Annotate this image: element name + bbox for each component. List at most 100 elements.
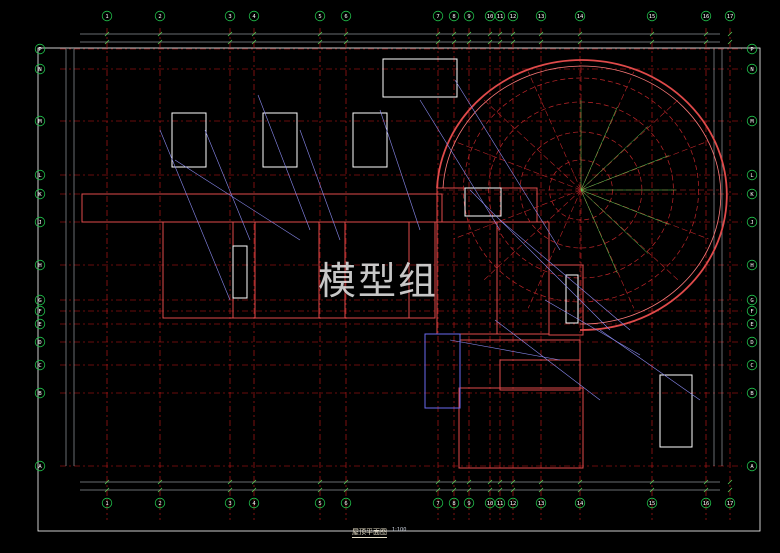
axis-bubble: J (34, 216, 46, 228)
axis-bubble-circle (507, 497, 519, 509)
leader-line (257, 94, 311, 231)
drawing-scale: 1:100 (392, 527, 407, 533)
dimension-tick (510, 479, 516, 485)
rotunda-slope-arrow (580, 189, 618, 274)
dimension-tick (104, 39, 110, 45)
axis-bubble-circle (448, 497, 460, 509)
axis-bubble-label: 4 (252, 14, 256, 20)
axis-bubble-label: 14 (577, 14, 584, 20)
axis-bubble: H (746, 259, 758, 271)
axis-bubble-label: E (38, 322, 41, 328)
dimension-tick (577, 479, 583, 485)
dimension-tick (104, 31, 110, 37)
rooftop-units (171, 58, 693, 448)
axis-bubble: E (746, 318, 758, 330)
axis-bubble: N (746, 63, 758, 75)
dimension-tick (497, 31, 503, 37)
axis-bubble-label: J (750, 220, 753, 226)
axis-bubble-circle (34, 259, 46, 271)
dimension-tick (343, 487, 349, 493)
axis-bubble-label: H (38, 263, 41, 269)
axis-bubble-label: A (38, 464, 42, 470)
axis-bubble-circle (574, 10, 586, 22)
axis-bubble: F (746, 305, 758, 317)
axis-bubble-circle (101, 10, 113, 22)
axis-bubble-label: 11 (497, 501, 504, 507)
leader-line (449, 339, 561, 361)
dimension-tick (435, 39, 441, 45)
axis-bubble: 16 (700, 497, 712, 509)
axis-bubble-circle (724, 497, 736, 509)
axis-bubble: 9 (463, 497, 475, 509)
axis-bubble-label: D (750, 340, 753, 346)
building-walls (81, 59, 728, 469)
axis-bubble-circle (746, 115, 758, 127)
axis-bubble-label: 15 (649, 501, 656, 507)
leader-line (419, 99, 501, 231)
axis-bubble-label: 9 (467, 501, 470, 507)
dimension-tick (343, 31, 349, 37)
axis-bubble: E (34, 318, 46, 330)
axis-bubble: 13 (535, 10, 547, 22)
axis-bubble-label: 12 (510, 14, 517, 20)
axis-bubble: A (34, 460, 46, 472)
dimension-tick (727, 31, 733, 37)
axis-bubble-circle (746, 359, 758, 371)
dimension-tick (227, 31, 233, 37)
axis-bubble-label: G (38, 298, 41, 304)
dimension-tick (466, 479, 472, 485)
axis-bubble-circle (507, 10, 519, 22)
dimension-tick (538, 487, 544, 493)
axis-bubble-circle (154, 10, 166, 22)
axis-bubble: 7 (432, 10, 444, 22)
dimension-tick (451, 479, 457, 485)
axis-bubble: F (34, 305, 46, 317)
axis-bubble-circle (34, 216, 46, 228)
leader-line (599, 329, 701, 401)
rooftop-unit (659, 374, 693, 448)
dimension-tick (487, 31, 493, 37)
dimension-tick (497, 479, 503, 485)
axis-bubble: H (34, 259, 46, 271)
axis-bubble-circle (700, 497, 712, 509)
axis-bubble: 8 (448, 497, 460, 509)
axis-bubble-label: 14 (577, 501, 584, 507)
axis-bubble: 6 (340, 497, 352, 509)
rotunda-rib (483, 189, 582, 281)
axis-bubble-circle (746, 318, 758, 330)
leader-line (454, 79, 561, 251)
dimension-tick (727, 487, 733, 493)
leader-line (494, 319, 601, 401)
dimension-tick (487, 479, 493, 485)
axis-bubble-circle (746, 259, 758, 271)
axis-bubble-circle (34, 336, 46, 348)
axis-bubble-circle (34, 387, 46, 399)
axis-bubble-label: K (750, 192, 754, 198)
dimension-tick (649, 487, 655, 493)
axis-bubble-label: D (38, 340, 41, 346)
axis-bubble-circle (224, 10, 236, 22)
dimension-tick (227, 39, 233, 45)
axis-bubble-circle (340, 10, 352, 22)
axis-bubble-circle (448, 10, 460, 22)
axis-bubble-circle (574, 497, 586, 509)
rotunda-slope-arrow (580, 155, 669, 191)
axis-bubble-label: F (750, 309, 753, 315)
dimension-lines (65, 31, 733, 493)
dimension-tick (649, 479, 655, 485)
leader-line (544, 299, 641, 356)
axis-bubble: 6 (340, 10, 352, 22)
axis-bubble-label: N (38, 67, 41, 73)
rotunda-slope-arrow (580, 189, 669, 225)
axis-bubble-circle (34, 359, 46, 371)
axis-bubble-circle (432, 10, 444, 22)
axis-bubble-circle (34, 115, 46, 127)
axis-bubble-circle (746, 294, 758, 306)
stair-mark (464, 187, 502, 217)
axis-bubble: 3 (224, 10, 236, 22)
axis-bubble: 17 (724, 10, 736, 22)
rotunda-rib (483, 99, 582, 191)
axis-bubble: 2 (154, 10, 166, 22)
rooftop-unit (171, 112, 207, 168)
dimension-tick (157, 31, 163, 37)
